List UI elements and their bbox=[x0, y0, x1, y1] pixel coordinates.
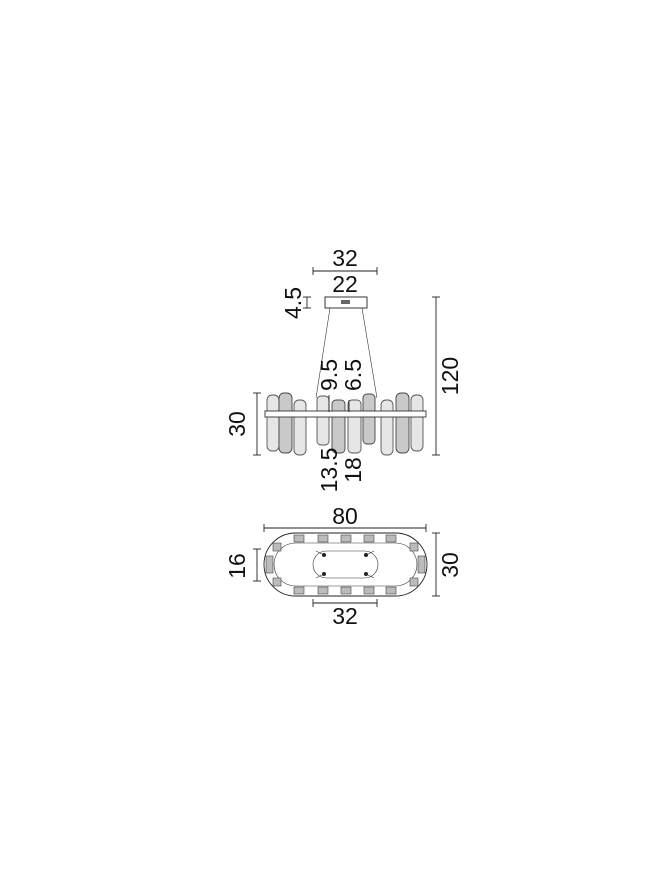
dim-canopy-base: 22 bbox=[332, 271, 358, 297]
dim-upper-short: 9.5 bbox=[316, 359, 342, 391]
cable-line bbox=[365, 550, 375, 556]
dim-upper-inner: 6.5 bbox=[340, 359, 366, 391]
cable-line bbox=[315, 550, 325, 556]
dim-lower-inner: 18 bbox=[340, 457, 366, 483]
crystal-prism bbox=[316, 395, 330, 446]
dim-inner-length: 32 bbox=[332, 603, 358, 629]
crystal-prism bbox=[331, 399, 346, 454]
canopy-outline bbox=[312, 550, 379, 579]
ring-crystals bbox=[265, 534, 426, 595]
dim-length: 80 bbox=[332, 503, 358, 529]
crystal-prism bbox=[410, 394, 424, 452]
crystal-prism bbox=[380, 399, 394, 456]
crystal-prism bbox=[266, 394, 280, 452]
dim-outer-width: 30 bbox=[437, 552, 463, 578]
crystal-prism bbox=[347, 399, 362, 454]
canopy-screw-icon bbox=[341, 300, 350, 304]
crystal-prism bbox=[293, 399, 307, 456]
dim-overall-height: 120 bbox=[437, 357, 463, 395]
cable-line bbox=[315, 573, 325, 579]
side-view: 32 22 4.5 120 30 bbox=[224, 245, 463, 492]
dim-lower-short: 13.5 bbox=[316, 448, 342, 493]
crystal-prism bbox=[395, 392, 410, 454]
cable-line bbox=[365, 573, 375, 579]
top-view: 80 bbox=[224, 503, 463, 629]
dim-canopy-height: 4.5 bbox=[280, 287, 306, 319]
crystal-prism bbox=[278, 392, 293, 454]
crystal-body bbox=[264, 392, 427, 456]
inner-oval-frame bbox=[273, 542, 418, 587]
suspension-cable-left bbox=[315, 307, 331, 399]
dim-inner-width: 16 bbox=[224, 553, 250, 579]
frame-ring bbox=[264, 410, 427, 418]
dim-body-height: 30 bbox=[224, 411, 250, 437]
outer-oval-frame bbox=[263, 532, 428, 597]
crystal-prism bbox=[362, 393, 376, 445]
ceiling-canopy bbox=[324, 296, 368, 309]
suspension-cable-right bbox=[361, 307, 378, 399]
dim-canopy-width: 32 bbox=[332, 245, 358, 271]
